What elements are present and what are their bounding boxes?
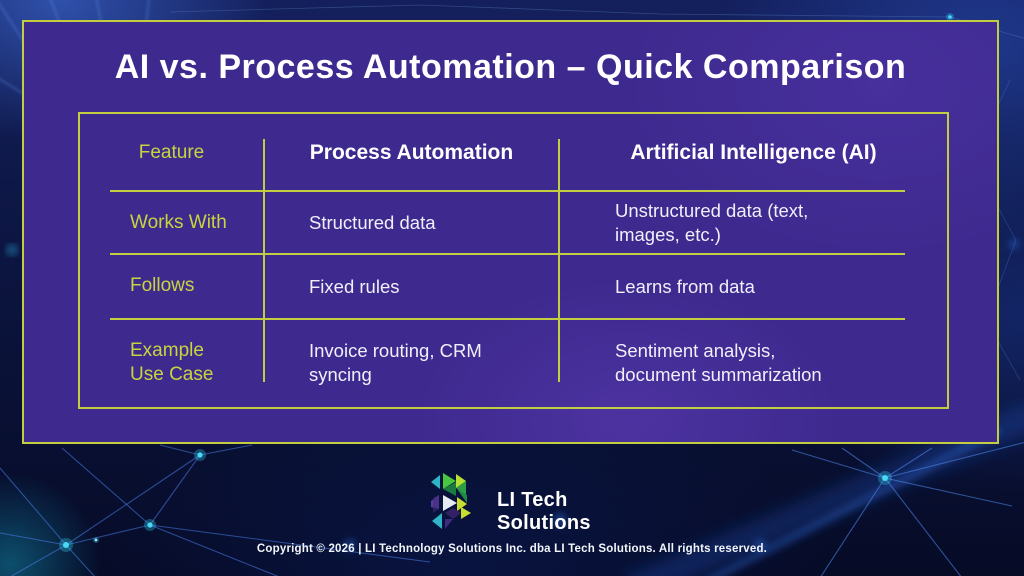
li-tech-logo-icon <box>431 473 471 529</box>
automation-cell-example-use-case: Invoice routing, CRM syncing <box>309 340 482 385</box>
automation-cell-works-with: Structured data <box>309 212 436 234</box>
diagonal-beam-core <box>708 426 1002 576</box>
row-divider-3 <box>110 318 905 320</box>
table-header-feature: Feature <box>138 141 205 163</box>
logo-text: LI Tech Solutions <box>497 489 591 535</box>
automation-cell-follows: Fixed rules <box>309 275 400 297</box>
ai-cell-example-use-case: Sentiment analysis, document summarizati… <box>615 340 822 385</box>
row-divider-2 <box>110 253 905 255</box>
feature-cell-example-use-case: Example Use Case <box>130 339 214 385</box>
feature-cell-follows: Follows <box>130 275 195 297</box>
comparison-panel: AI vs. Process Automation – Quick Compar… <box>22 20 999 444</box>
comparison-table: Feature Process Automation Artificial In… <box>78 112 949 409</box>
ai-cell-follows: Learns from data <box>615 275 755 297</box>
copyright-text: Copyright © 2026 | LI Technology Solutio… <box>256 543 768 555</box>
feature-cell-works-with: Works With <box>130 211 227 233</box>
column-divider-2 <box>558 139 560 382</box>
column-divider-1 <box>263 139 265 382</box>
table-header-artificial-intelligence: Artificial Intelligence (AI) <box>630 140 877 164</box>
page-title: AI vs. Process Automation – Quick Compar… <box>114 48 907 86</box>
row-divider-1 <box>110 190 905 192</box>
bright-nodes <box>59 13 954 552</box>
table-header-process-automation: Process Automation <box>309 140 514 164</box>
logo-text-line2: Solutions <box>497 512 591 534</box>
logo-text-line1: LI Tech <box>497 489 568 511</box>
ai-cell-works-with: Unstructured data (text, images, etc.) <box>615 200 809 245</box>
dim-cyan-dot <box>6 244 18 256</box>
bottom-right-network <box>791 441 1024 576</box>
bottom-left-network <box>0 444 431 576</box>
